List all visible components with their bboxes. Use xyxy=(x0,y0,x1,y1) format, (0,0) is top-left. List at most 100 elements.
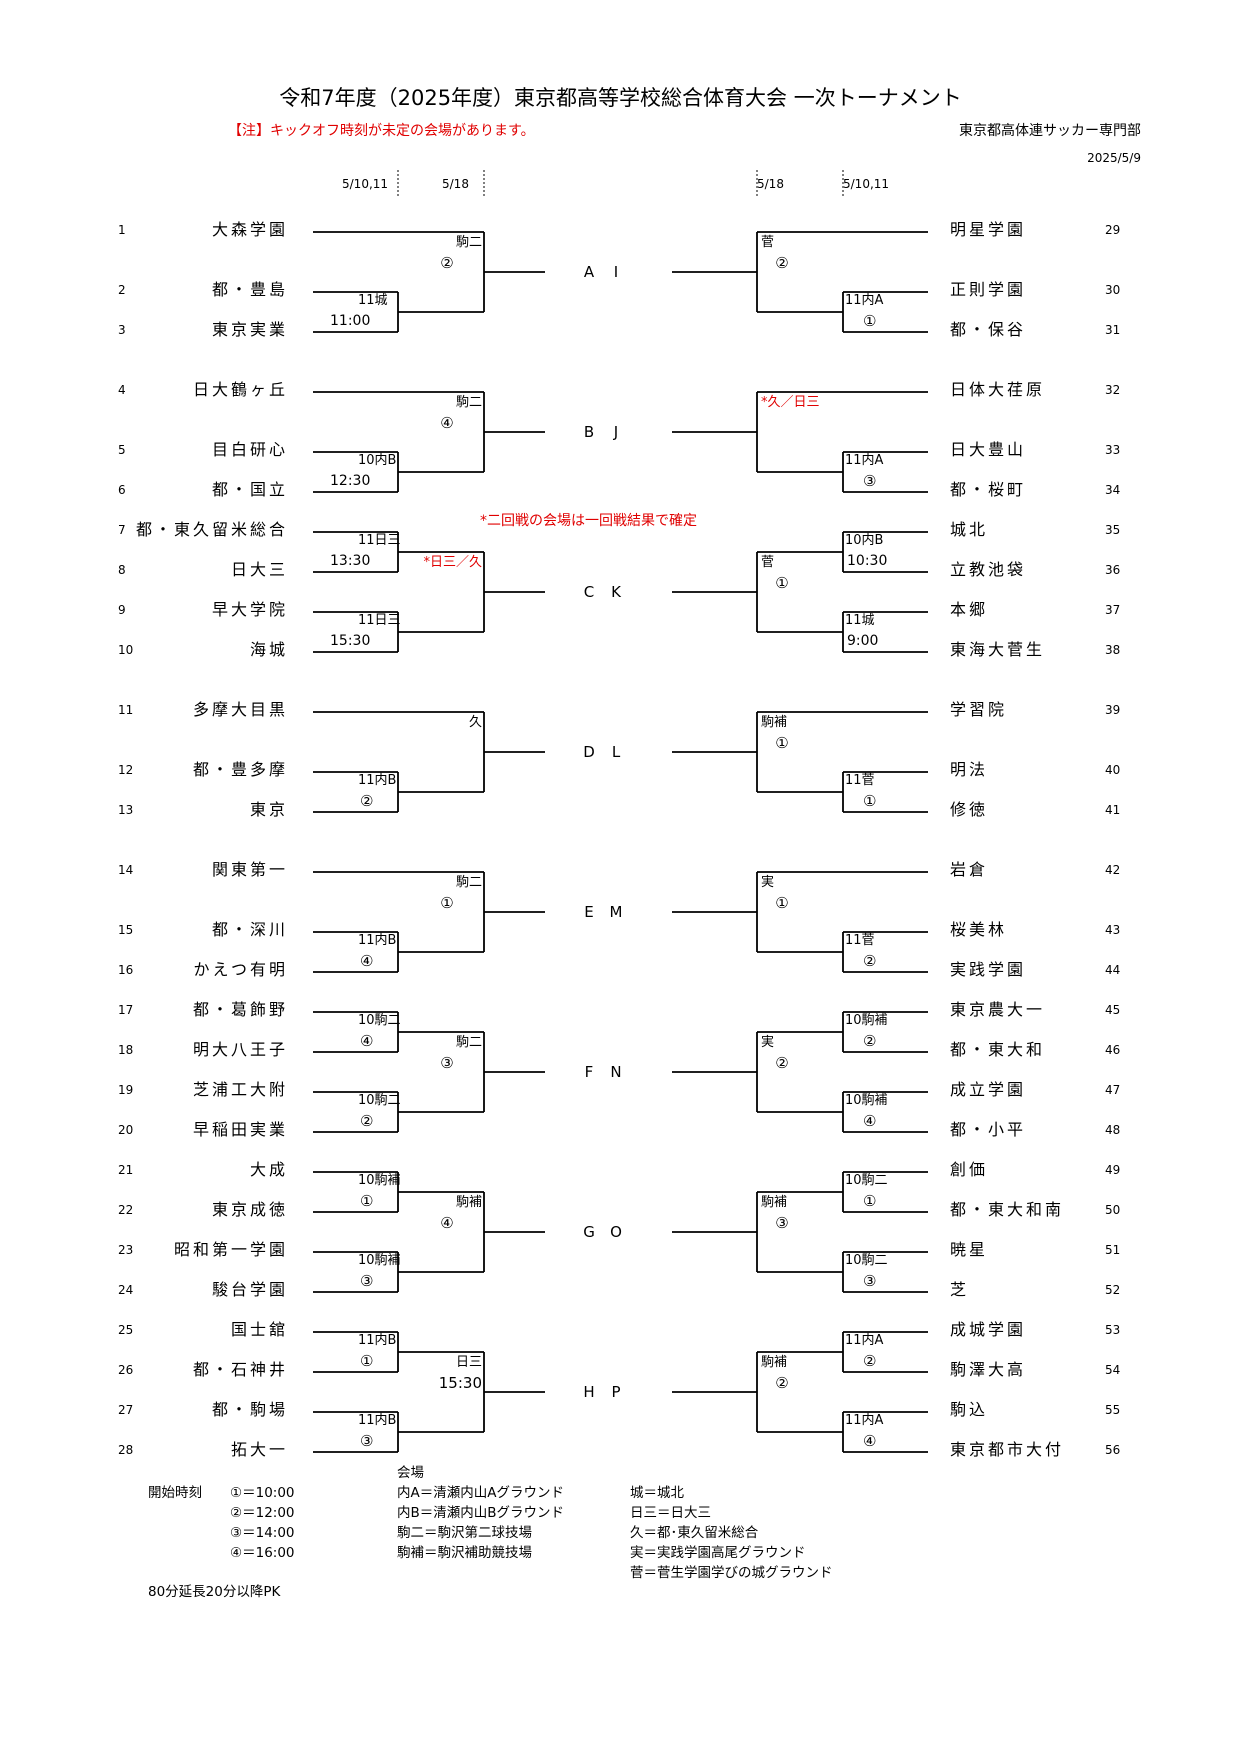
time-2: ②＝12:00 xyxy=(230,1505,295,1521)
team-number-L6: 6 xyxy=(118,483,126,497)
team-name-L11: 多摩大目黒 xyxy=(192,700,288,719)
L-r1-venue-4: 11内B xyxy=(358,933,397,948)
L-r1-time-6-0: ① xyxy=(360,1192,374,1210)
L-slot-A: A xyxy=(583,263,595,281)
R-r1-venue-5-0: 10駒補 xyxy=(845,1013,888,1028)
R-r1-time-5-0: ② xyxy=(863,1032,877,1050)
team-name-R50: 都・東大和南 xyxy=(950,1200,1065,1219)
team-name-L16: かえつ有明 xyxy=(193,960,288,979)
team-name-L21: 大成 xyxy=(249,1160,288,1179)
team-number-R34: 34 xyxy=(1105,483,1121,497)
team-name-R33: 日大豊山 xyxy=(950,440,1027,459)
R-r1-venue-7-0: 11内A xyxy=(845,1333,884,1348)
team-name-L3: 東京実業 xyxy=(211,320,288,339)
L-r2-venue-3: 久 xyxy=(468,715,482,730)
L-r2-venue-5: 駒二 xyxy=(455,1035,482,1050)
L-r1-venue-5-0: 10駒二 xyxy=(358,1013,401,1028)
team-number-L21: 21 xyxy=(118,1163,134,1177)
team-name-R54: 駒澤大高 xyxy=(950,1360,1027,1379)
team-number-L16: 16 xyxy=(118,963,134,977)
team-number-R40: 40 xyxy=(1105,763,1121,777)
team-number-R41: 41 xyxy=(1105,803,1121,817)
team-number-L4: 4 xyxy=(118,383,126,397)
time-1: ①＝10:00 xyxy=(230,1485,295,1501)
R-r1-venue-2-1: 11城 xyxy=(845,613,875,628)
R-r2-time-3: ① xyxy=(775,734,789,752)
venue-1: 内A＝清瀬内山Aグラウンド xyxy=(397,1485,564,1501)
team-name-R51: 暁星 xyxy=(950,1240,989,1259)
team-number-L5: 5 xyxy=(118,443,126,457)
team-name-L1: 大森学園 xyxy=(211,220,288,239)
team-number-R32: 32 xyxy=(1105,383,1121,397)
L-r1-venue-0: 11城 xyxy=(358,293,388,308)
team-number-R31: 31 xyxy=(1105,323,1121,337)
team-name-L20: 早稲田実業 xyxy=(192,1120,288,1139)
organization-label: 東京都高体連サッカー専門部 xyxy=(959,123,1141,139)
R-slot-O: O xyxy=(610,1223,622,1241)
L-r2-time-7: 15:30 xyxy=(438,1374,482,1392)
team-number-R49: 49 xyxy=(1105,1163,1121,1177)
team-name-R56: 東京都市大付 xyxy=(950,1440,1065,1459)
L-r1-time-1: 12:30 xyxy=(330,473,371,489)
R-slot-P: P xyxy=(611,1383,621,1401)
team-name-L24: 駿台学園 xyxy=(211,1280,288,1299)
L-r2-venue-4: 駒二 xyxy=(455,875,482,890)
match-rule: 80分延長20分以降PK xyxy=(148,1584,281,1600)
L-r1-time-3: ② xyxy=(360,792,374,810)
team-name-L26: 都・石神井 xyxy=(192,1360,288,1379)
team-name-R55: 駒込 xyxy=(950,1400,989,1419)
team-number-R54: 54 xyxy=(1105,1363,1121,1377)
L-slot-B: B xyxy=(583,423,595,441)
L-r2-venue-0: 駒二 xyxy=(455,235,482,250)
R-r2-time-5: ② xyxy=(775,1054,789,1072)
L-r1-time-4: ④ xyxy=(360,952,374,970)
L-r2-venue-6: 駒補 xyxy=(455,1195,482,1210)
team-number-R56: 56 xyxy=(1105,1443,1121,1457)
R-slot-M: M xyxy=(609,903,623,921)
R-slot-N: N xyxy=(610,1063,622,1081)
team-number-R52: 52 xyxy=(1105,1283,1121,1297)
L-slot-E: E xyxy=(584,903,594,921)
R-r1-venue-7-1: 11内A xyxy=(845,1413,884,1428)
team-number-L9: 9 xyxy=(118,603,126,617)
R-r1-venue-3: 11菅 xyxy=(845,773,875,788)
L-r2-time-0: ② xyxy=(440,254,454,272)
team-name-R43: 桜美林 xyxy=(950,920,1008,939)
L-slot-H: H xyxy=(583,1383,595,1401)
left-r1-date: 5/10,11 xyxy=(342,177,389,191)
venue-9: 菅＝菅生学園学びの城グラウンド xyxy=(630,1565,833,1581)
R-r2-venue-5: 実 xyxy=(761,1035,775,1050)
R-r2-venue-1: *久／日三 xyxy=(761,395,820,410)
team-name-L17: 都・葛飾野 xyxy=(192,1000,288,1019)
L-r1-venue-6-1: 10駒補 xyxy=(358,1253,401,1268)
venue-3: 駒二＝駒沢第二球技場 xyxy=(397,1525,532,1541)
R-r2-time-7: ② xyxy=(775,1374,789,1392)
team-number-L20: 20 xyxy=(118,1123,134,1137)
team-name-R45: 東京農大一 xyxy=(950,1000,1046,1019)
L-r2-venue-1: 駒二 xyxy=(455,395,482,410)
L-r2-time-5: ③ xyxy=(440,1054,454,1072)
time-4: ④＝16:00 xyxy=(230,1545,295,1561)
R-r2-time-6: ③ xyxy=(775,1214,789,1232)
team-name-L27: 都・駒場 xyxy=(211,1400,288,1419)
R-r2-time-2: ① xyxy=(775,574,789,592)
L-r1-time-2-1: 15:30 xyxy=(330,633,371,649)
team-name-L9: 早大学院 xyxy=(211,600,288,619)
team-name-L8: 日大三 xyxy=(230,560,288,579)
team-name-R40: 明法 xyxy=(950,760,989,779)
R-r1-venue-1: 11内A xyxy=(845,453,884,468)
team-name-R47: 成立学園 xyxy=(950,1080,1027,1099)
venue-7: 久＝都･東久留米総合 xyxy=(630,1525,759,1541)
L-r1-time-7-0: ① xyxy=(360,1352,374,1370)
team-name-R46: 都・東大和 xyxy=(950,1040,1046,1059)
team-number-R53: 53 xyxy=(1105,1323,1121,1337)
team-name-L22: 東京成徳 xyxy=(211,1200,288,1219)
team-name-R48: 都・小平 xyxy=(950,1120,1027,1139)
team-number-L23: 23 xyxy=(118,1243,134,1257)
L-r1-time-2-0: 13:30 xyxy=(330,553,371,569)
team-number-L7: 7 xyxy=(118,523,126,537)
R-r2-time-4: ① xyxy=(775,894,789,912)
team-name-R36: 立教池袋 xyxy=(950,560,1027,579)
L-r1-venue-1: 10内B xyxy=(358,453,397,468)
